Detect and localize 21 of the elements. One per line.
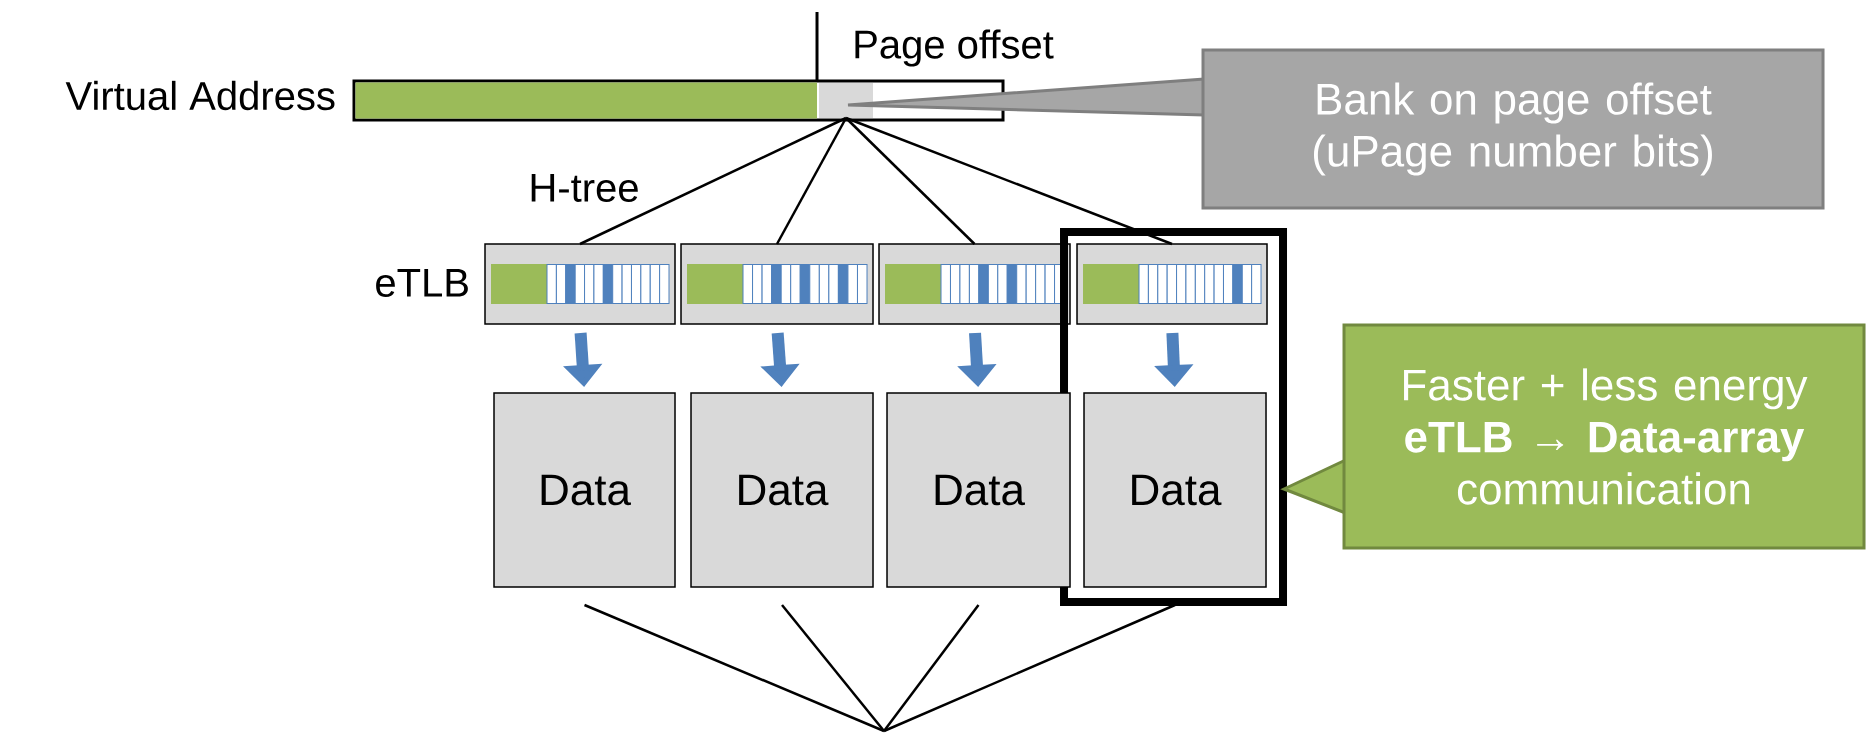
tree-line bbox=[845, 116, 1173, 246]
tree-line bbox=[781, 604, 885, 732]
data-box: Data bbox=[886, 392, 1071, 588]
data-box: Data bbox=[493, 392, 676, 588]
tree-line bbox=[883, 604, 980, 732]
label: eTLB bbox=[376, 269, 468, 297]
tree-line bbox=[579, 116, 847, 246]
etlb-drawing bbox=[484, 243, 676, 325]
callout: Faster + less energy eTLB → Data-array communication bbox=[1280, 323, 1866, 550]
bar-label: Virtual Address bbox=[65, 80, 335, 111]
tree-line bbox=[883, 603, 1176, 733]
etlb-drawing bbox=[878, 243, 1071, 325]
label: H-tree bbox=[531, 174, 638, 202]
etlb-drawing bbox=[1076, 243, 1268, 325]
tree-line bbox=[845, 117, 976, 245]
etlb-drawing bbox=[680, 243, 874, 325]
tree-line bbox=[775, 117, 848, 245]
data-box: Data bbox=[690, 392, 874, 588]
data-box: Data bbox=[1083, 392, 1267, 588]
bank-bits-segment bbox=[819, 83, 873, 118]
tree-line bbox=[584, 603, 885, 733]
